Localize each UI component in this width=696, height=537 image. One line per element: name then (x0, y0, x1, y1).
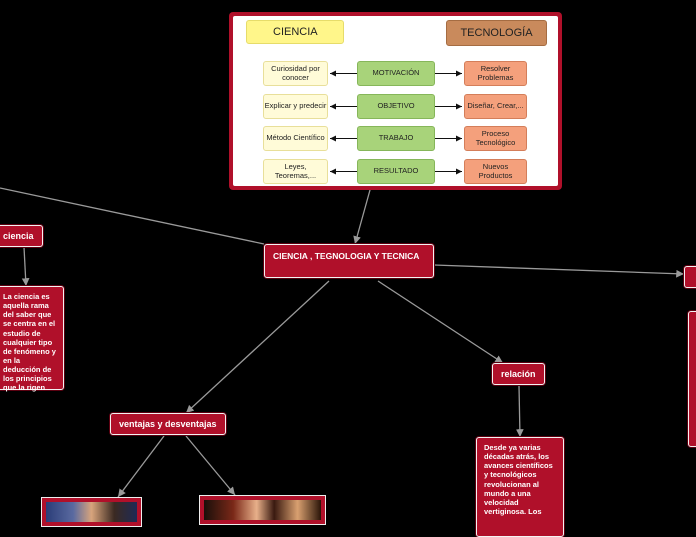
edge-central-to-right (433, 264, 685, 278)
row-2-aspect-cell: OBJETIVO (357, 94, 435, 119)
connector-lines (0, 187, 685, 498)
right-offscreen-node[interactable] (684, 266, 696, 288)
row-3-ciencia-cell: Método Científico (263, 126, 328, 151)
row-1-tecnologia-cell: Resolver Problemas (464, 61, 527, 86)
row-4-aspect-cell: RESULTADO (357, 159, 435, 184)
row-2-ciencia-cell: Explicar y predecir (263, 94, 328, 119)
central-topic-node[interactable]: CIENCIA , TEGNOLOGIA Y TECNICA (264, 244, 434, 278)
row-1-aspect-cell: MOTIVACIÓN (357, 61, 435, 86)
edge-ventajas-to-pic1 (117, 435, 165, 498)
relacion-description-node[interactable]: Desde ya varias décadas atrás, los avanc… (476, 437, 564, 537)
ciencia-vs-tecnologia-image[interactable]: CIENCIA TECNOLOGÍA Curiosidad por conoce… (229, 12, 562, 190)
row-1-ciencia-cell: Curiosidad por conocer (263, 61, 328, 86)
comparison-table: CIENCIA TECNOLOGÍA Curiosidad por conoce… (233, 16, 558, 186)
ciencia-description-node[interactable]: La ciencia es aquella rama del saber que… (0, 286, 64, 392)
edge-ciencia-to-text (21, 246, 30, 287)
ciencia-node[interactable]: ciencia (0, 225, 43, 247)
tecnologia-header: TECNOLOGÍA (446, 20, 547, 46)
photo-thumbnail (46, 502, 137, 522)
ventajas-image-1[interactable] (41, 497, 142, 527)
row-4-tecnologia-cell: Nuevos Productos (464, 159, 527, 184)
edge-image-to-central (353, 189, 371, 245)
ciencia-header: CIENCIA (246, 20, 344, 44)
edge-central-to-ventajas (185, 280, 330, 414)
row-2-tecnologia-cell: Diseñar, Crear,... (464, 94, 527, 119)
edge-central-to-relacion (377, 280, 504, 364)
table-arrows (330, 70, 462, 175)
row-3-tecnologia-cell: Proceso Tecnológico (464, 126, 527, 151)
row-4-ciencia-cell: Leyes, Teoremas,... (263, 159, 328, 184)
photo-thumbnail (204, 500, 321, 520)
ventajas-image-2[interactable] (199, 495, 326, 525)
relacion-node[interactable]: relación (492, 363, 545, 385)
relacion-description-text: Desde ya varias décadas atrás, los avanc… (484, 443, 553, 516)
row-3-aspect-cell: TRABAJO (357, 126, 435, 151)
edge-relacion-to-text (515, 385, 524, 438)
edge-central-to-left-offscreen (0, 187, 265, 245)
edge-ventajas-to-pic2 (185, 435, 236, 496)
right-offscreen-description-node[interactable] (688, 311, 696, 447)
ventajas-desventajas-node[interactable]: ventajas y desventajas (110, 413, 226, 435)
